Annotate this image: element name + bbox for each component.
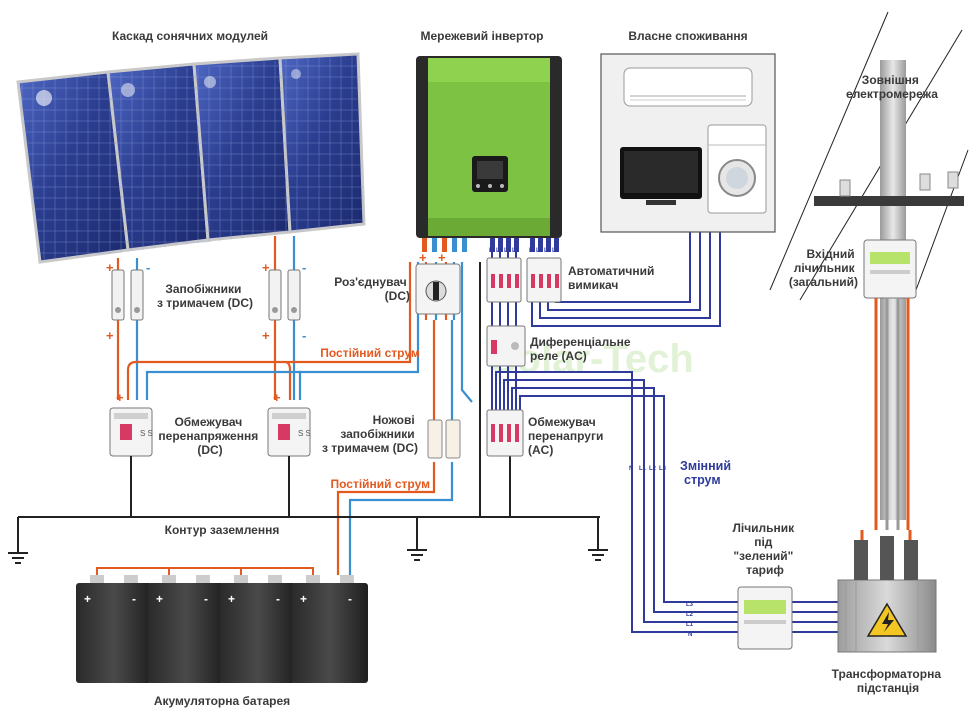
diff-relay-icon xyxy=(486,325,526,367)
svg-text:L2: L2 xyxy=(544,248,552,254)
breaker-icon xyxy=(486,257,522,303)
plus-sign: + xyxy=(438,250,446,265)
svg-text:L1: L1 xyxy=(639,466,647,472)
meter-icon xyxy=(737,586,793,650)
battery-label: Акумуляторна батарея xyxy=(154,694,290,708)
svg-text:N: N xyxy=(688,632,692,638)
fuses-dc-label: Запобіжники з тримачем (DC) xyxy=(157,282,253,310)
battery-icon xyxy=(76,575,152,683)
knife-fuses-icon xyxy=(427,419,461,459)
svg-text:L1: L1 xyxy=(496,248,504,254)
dc-current-label-top: Постійний струм xyxy=(320,346,420,360)
plus-sign: + xyxy=(273,390,281,405)
minus-sign: - xyxy=(302,328,306,343)
green-meter-label: Лічильник під "зелений" тариф xyxy=(732,521,797,577)
grounding-line xyxy=(17,262,600,553)
surge-limiter-ac-icon xyxy=(486,409,524,457)
ground-icon xyxy=(407,549,427,561)
svg-text:-: - xyxy=(132,592,136,606)
solar-panel-icon xyxy=(16,52,366,264)
knife-fuses-label: Ножові запобіжники з тримачем (DC) xyxy=(322,413,418,455)
breaker-terminal-labels: N L1 L2 L3 N L1 L2 L3 xyxy=(489,248,560,254)
svg-text:S S: S S xyxy=(140,429,153,438)
svg-text:-: - xyxy=(276,592,280,606)
svg-text:+: + xyxy=(84,592,91,606)
plus-sign: + xyxy=(106,260,114,275)
ac-current-label: Змінний струм xyxy=(680,459,735,487)
svg-text:L3: L3 xyxy=(552,248,560,254)
battery-icon xyxy=(220,575,296,683)
diff-relay-label: Диференціальне реле (AC) xyxy=(530,335,634,363)
battery-signs: + - + - + - + - xyxy=(84,592,352,606)
grid-wires xyxy=(860,298,912,540)
meter-icon xyxy=(863,239,917,299)
plus-sign: + xyxy=(106,328,114,343)
ac-wires xyxy=(491,222,840,633)
minus-sign: - xyxy=(146,260,150,275)
svg-text:+: + xyxy=(228,592,235,606)
svg-text:L3: L3 xyxy=(686,602,694,608)
own-consumption-title: Власне споживання xyxy=(628,29,747,43)
inverter-title: Мережевий інвертор xyxy=(420,29,543,43)
input-meter-label: Вхідний лічильник (загальний) xyxy=(789,247,858,289)
tv-icon xyxy=(620,147,702,205)
svg-text:L3: L3 xyxy=(512,248,520,254)
surge-limiter-ac-label: Обмежувач перенапруги (AC) xyxy=(528,415,607,457)
auto-breaker-label: Автоматичний вимикач xyxy=(568,264,658,292)
svg-text:-: - xyxy=(204,592,208,606)
svg-text:N: N xyxy=(489,248,493,254)
substation-label: Трансформаторна підстанція xyxy=(832,667,945,695)
svg-text:N: N xyxy=(529,248,533,254)
surge-limiter-dc-label: Обмежувач перенапряження (DC) xyxy=(158,415,261,457)
inverter-terminals xyxy=(422,238,559,252)
solar-modules-title: Каскад сонячних модулей xyxy=(112,29,268,43)
plus-sign: + xyxy=(262,328,270,343)
breaker-icon xyxy=(526,257,562,303)
plus-sign: + xyxy=(419,250,427,265)
ground-icon xyxy=(588,549,608,561)
svg-text:L1: L1 xyxy=(536,248,544,254)
grounding-label: Контур заземлення xyxy=(165,523,280,537)
meter-line-labels: L3 L2 L1 N xyxy=(686,602,694,638)
surge-limiter-dc-right: S S xyxy=(267,407,311,457)
plus-sign: + xyxy=(116,390,124,405)
svg-text:L2: L2 xyxy=(504,248,512,254)
svg-text:L1: L1 xyxy=(686,622,694,628)
air-conditioner-icon xyxy=(623,67,753,107)
disconnector-icon xyxy=(415,263,461,315)
minus-sign: - xyxy=(302,260,306,275)
inverter-icon xyxy=(416,56,562,238)
svg-text:+: + xyxy=(156,592,163,606)
svg-text:L2: L2 xyxy=(649,466,657,472)
panel-fuses xyxy=(111,269,301,321)
ac-vertical-labels: N L1 L2 L3 xyxy=(629,466,667,472)
battery-icon xyxy=(148,575,224,683)
svg-text:N: N xyxy=(629,466,633,472)
svg-text:L3: L3 xyxy=(659,466,667,472)
svg-text:+: + xyxy=(300,592,307,606)
external-grid-label: Зовнішня електромережа xyxy=(846,73,938,101)
washing-machine-icon xyxy=(707,124,767,214)
high-voltage-icon xyxy=(866,602,908,637)
svg-text:S S: S S xyxy=(298,429,311,438)
battery-icon xyxy=(292,575,368,683)
ground-icon xyxy=(8,552,28,564)
surge-limiter-dc-left: S S xyxy=(109,407,153,457)
disconnector-label: Роз'єднувач (DC) xyxy=(334,275,410,303)
dc-current-label-bottom: Постійний струм xyxy=(330,477,430,491)
battery-link-wires xyxy=(96,567,314,575)
svg-text:L2: L2 xyxy=(686,612,694,618)
svg-text:-: - xyxy=(348,592,352,606)
plus-sign: + xyxy=(262,260,270,275)
